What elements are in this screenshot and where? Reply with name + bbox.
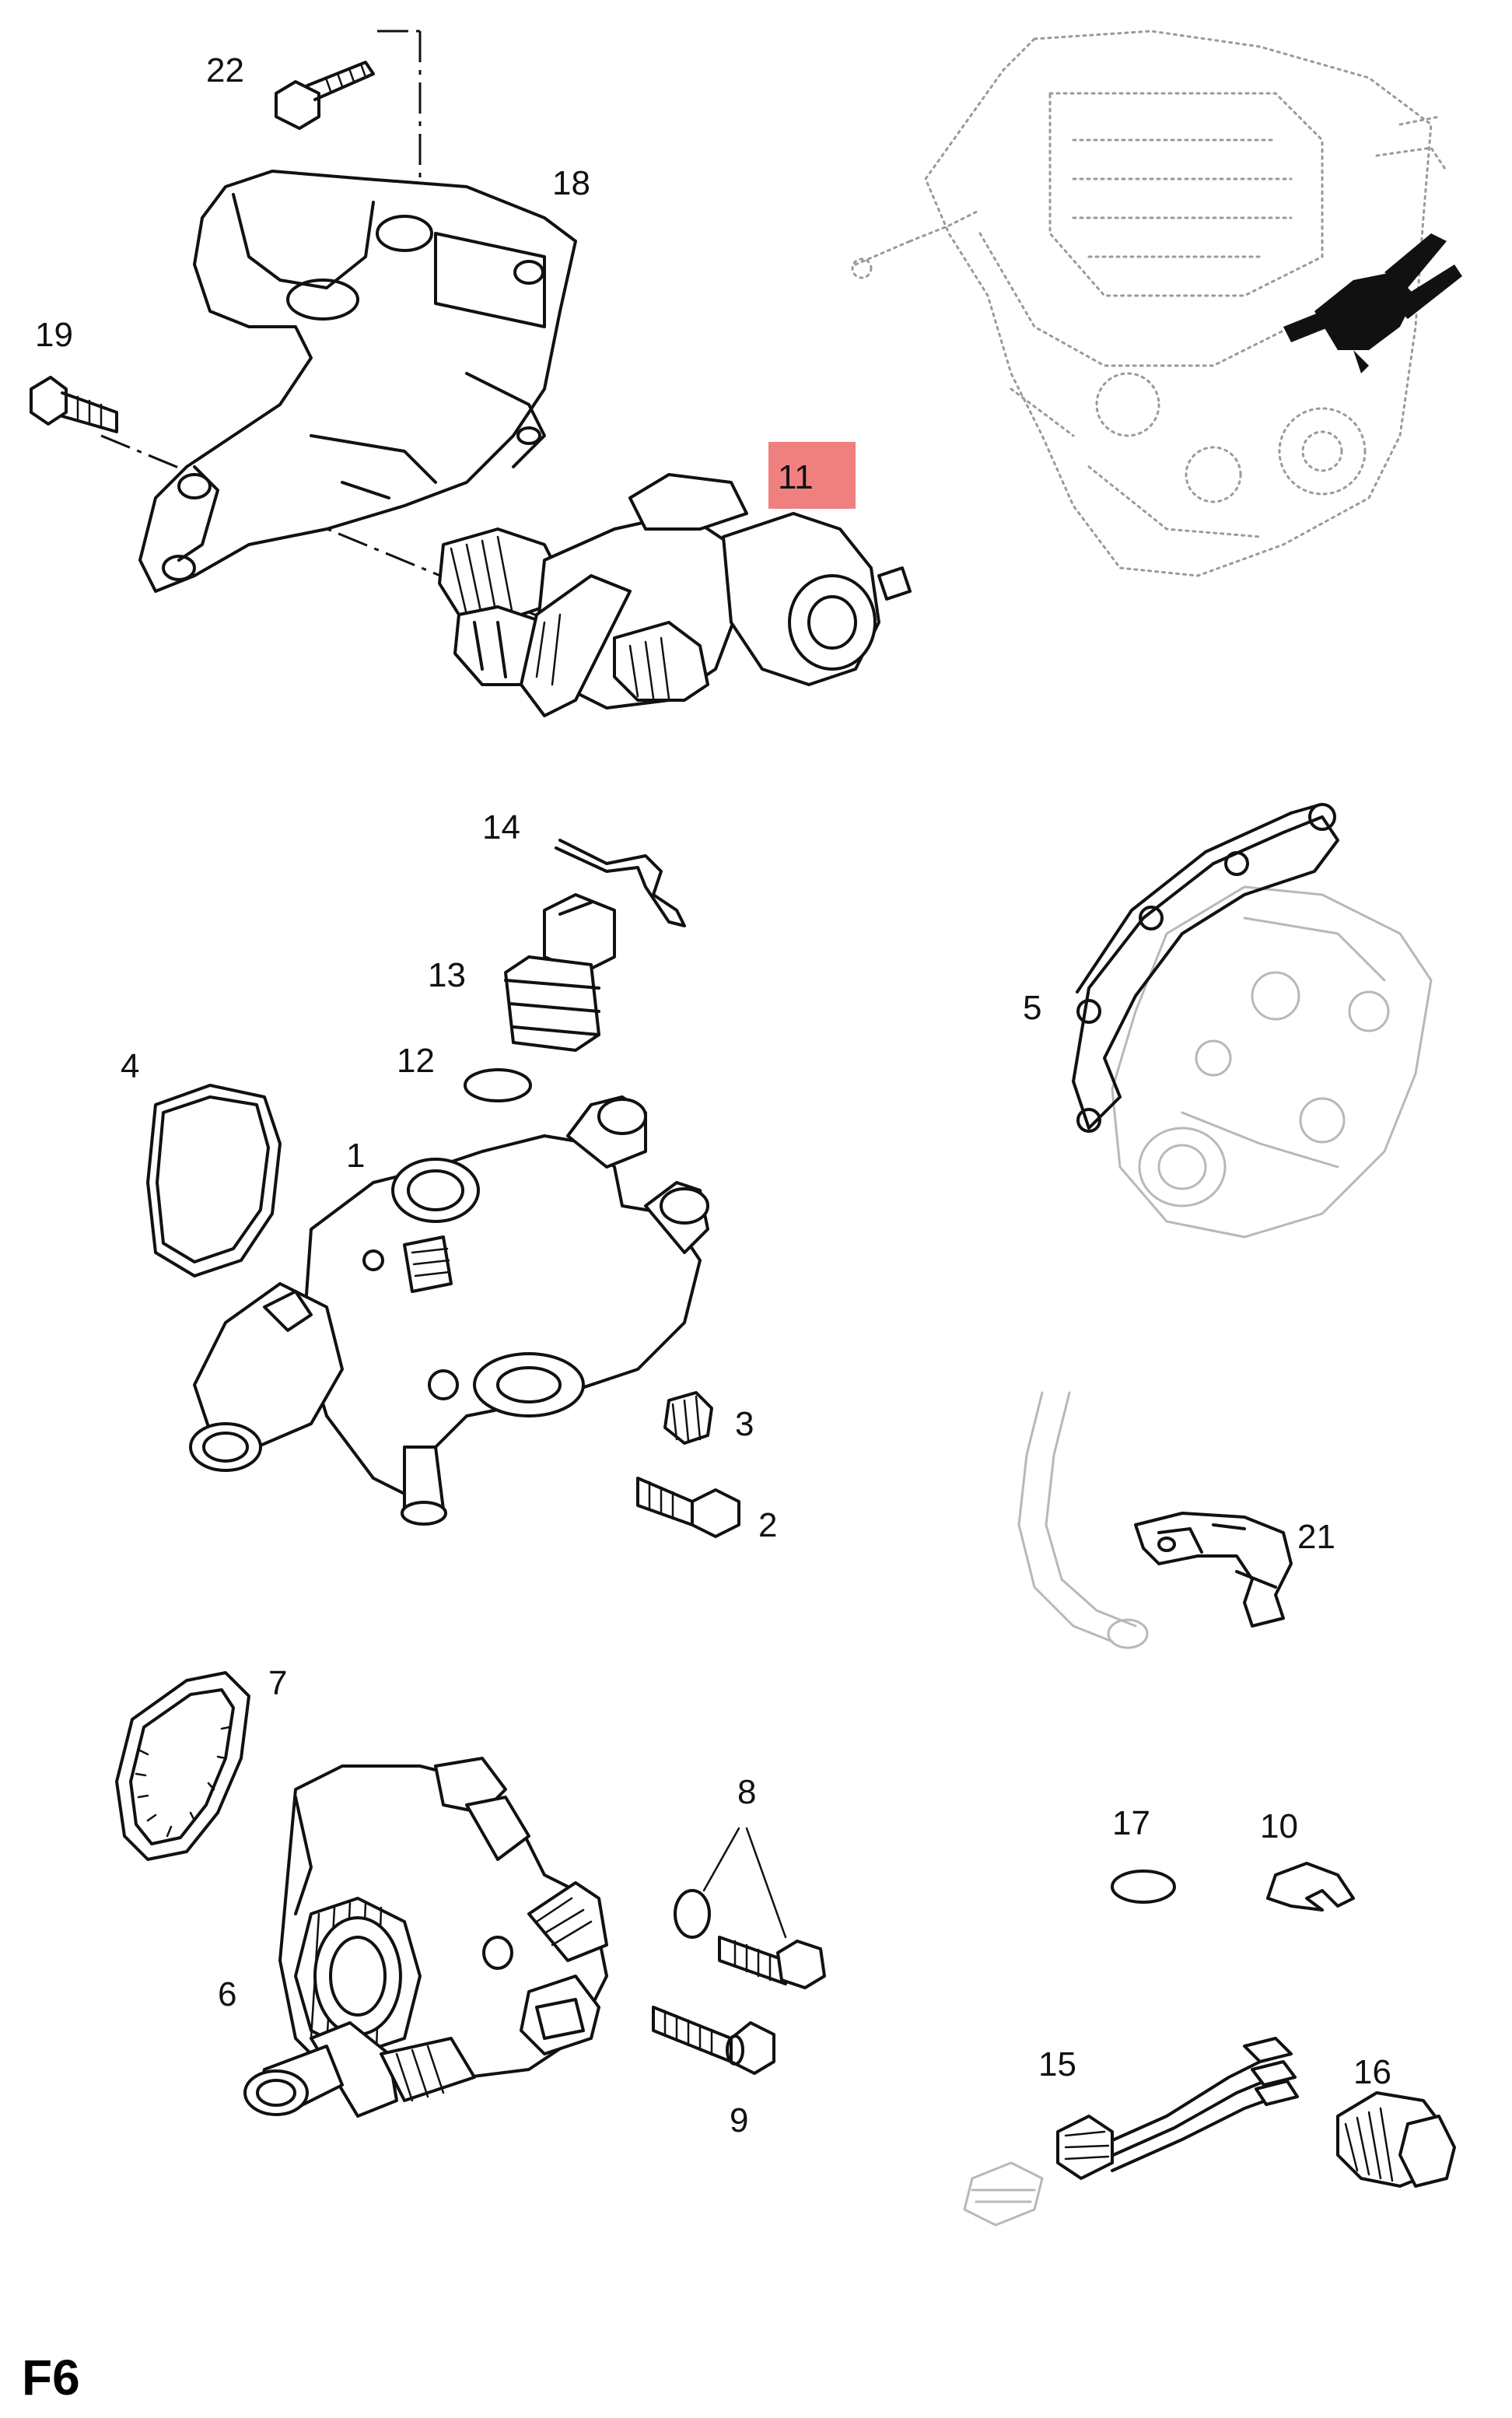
callout-14: 14 bbox=[482, 808, 520, 846]
callout-10: 10 bbox=[1260, 1807, 1298, 1845]
callout-2: 2 bbox=[758, 1506, 777, 1544]
gasket-group bbox=[1072, 803, 1433, 1239]
bolt-8 bbox=[718, 1936, 826, 1989]
leader-8 bbox=[702, 1827, 787, 1939]
small-parts-group bbox=[963, 1862, 1456, 2227]
housing-6 bbox=[243, 1757, 608, 2118]
gasket-7 bbox=[115, 1671, 250, 1861]
clip-10 bbox=[1266, 1862, 1355, 1912]
callout-11: 11 bbox=[778, 458, 814, 496]
callout-21: 21 bbox=[1297, 1518, 1335, 1556]
thermostat-group bbox=[146, 839, 740, 1538]
thermostat-assembly-11 bbox=[438, 473, 912, 717]
engine-overview bbox=[851, 30, 1462, 577]
sensor-16 bbox=[1336, 2091, 1456, 2188]
bolt-19 bbox=[30, 376, 118, 433]
highlight-box-11 bbox=[768, 442, 856, 509]
callout-22: 22 bbox=[206, 51, 244, 89]
callout-6: 6 bbox=[218, 1975, 236, 2013]
callout-16: 16 bbox=[1353, 2053, 1391, 2091]
clip-14 bbox=[555, 839, 686, 927]
thermostat-housing-1 bbox=[189, 1095, 709, 1526]
callout-19: 19 bbox=[35, 316, 73, 354]
callout-17: 17 bbox=[1112, 1804, 1150, 1842]
callout-8: 8 bbox=[737, 1773, 756, 1811]
callout-3: 3 bbox=[735, 1405, 754, 1443]
clip-21-group bbox=[1017, 1391, 1293, 1649]
callout-18: 18 bbox=[552, 164, 590, 202]
callout-1: 1 bbox=[346, 1137, 365, 1175]
bolt-2 bbox=[636, 1477, 740, 1538]
oring-8 bbox=[674, 1889, 711, 1939]
callouts: 22 18 19 11 14 13 12 4 1 5 3 2 21 7 8 6 … bbox=[35, 51, 1391, 2139]
sensor-13 bbox=[504, 893, 616, 1052]
callout-15: 15 bbox=[1038, 2045, 1076, 2083]
clip-21 bbox=[1134, 1512, 1293, 1628]
nut-3 bbox=[663, 1391, 713, 1445]
bracket-18 bbox=[138, 170, 577, 593]
callout-9: 9 bbox=[730, 2101, 748, 2139]
callout-7: 7 bbox=[268, 1664, 287, 1702]
oring-17 bbox=[1111, 1870, 1176, 1904]
page-code: F6 bbox=[22, 2350, 80, 2406]
bolt-22 bbox=[275, 61, 375, 130]
gasket-5 bbox=[1072, 803, 1339, 1133]
callout-5: 5 bbox=[1023, 989, 1041, 1027]
callout-13: 13 bbox=[428, 956, 466, 994]
seal-ring-4 bbox=[146, 1084, 282, 1277]
bracket-assembly bbox=[30, 30, 912, 717]
highlighted-thermostat-location bbox=[1283, 233, 1462, 373]
bolt-9 bbox=[652, 2006, 775, 2075]
oring-12 bbox=[464, 1068, 532, 1102]
callout-4: 4 bbox=[121, 1047, 139, 1085]
harness-15 bbox=[963, 2037, 1299, 2227]
housing-6-group bbox=[115, 1671, 826, 2118]
callout-12: 12 bbox=[397, 1042, 435, 1080]
